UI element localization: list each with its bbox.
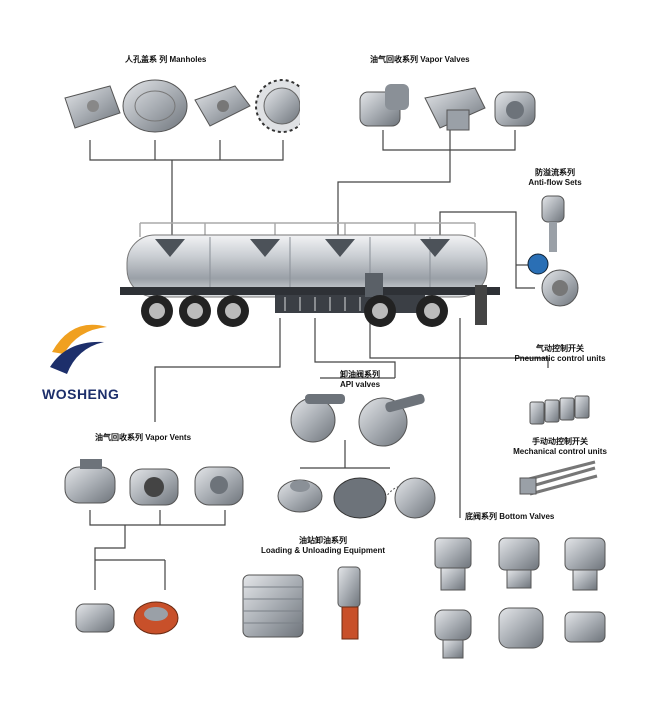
mechanical-images (519, 460, 598, 496)
loading-cap-3-icon (394, 477, 436, 519)
bottom-valve-2-icon (498, 537, 540, 571)
bottom-valve-3-icon (564, 537, 606, 571)
bottom-valve-6-icon (564, 611, 606, 643)
loading-equipment-images (242, 566, 361, 640)
loading-label: 油站卸油系列 Loading & Unloading Equipment (258, 536, 388, 556)
vapor-vent-1-icon (64, 466, 116, 504)
mechanical-label-en: Mechanical control units (513, 447, 607, 456)
pneumatic-images (529, 395, 590, 425)
pneumatic-label-en: Pneumatic control units (514, 354, 606, 363)
coupling-images (75, 601, 179, 635)
loading-cap-2-icon (333, 477, 387, 519)
anti-flow-cap-icon (527, 253, 549, 275)
anti-flow-sensor-icon (541, 195, 565, 223)
pneumatic-label-cn: 气动控制开关 (536, 344, 584, 353)
api-valves-label: 卸油阀系列 API valves (325, 370, 395, 390)
manholes-label: 人孔盖系 列 Manholes (125, 55, 207, 64)
bottom-valve-1-icon (434, 537, 472, 569)
anti-flow-label-en: Anti-flow Sets (528, 178, 582, 187)
mechanical-label: 手动动控制开关 Mechanical control units (497, 437, 623, 457)
anti-flow-images (527, 195, 579, 307)
vapor-vents-images (64, 459, 244, 506)
api-valve-1-icon (290, 397, 336, 443)
bottom-valve-5-icon (498, 607, 544, 649)
wheels (141, 295, 448, 327)
vapor-valve-2-icon (424, 87, 486, 129)
anti-flow-label: 防溢流系列 Anti-flow Sets (520, 168, 590, 188)
loading-caps-images (277, 477, 436, 519)
loading-label-en: Loading & Unloading Equipment (261, 546, 385, 555)
vapor-vents-label: 油气回收系列 Vapor Vents (95, 433, 192, 442)
manhole-2-icon (122, 79, 188, 133)
anti-flow-label-cn: 防溢流系列 (535, 168, 575, 177)
vapor-valves-images (359, 84, 536, 131)
bottom-valves-label: 底阀系列 Bottom Valves (465, 512, 555, 521)
brand-name: WOSHENG (42, 386, 120, 402)
manholes-images (64, 79, 300, 133)
mechanical-label-cn: 手动动控制开关 (532, 437, 588, 446)
api-valves-label-en: API valves (339, 380, 381, 389)
vapor-valves-label: 油气回收系列 Vapor Valves (370, 55, 470, 64)
loading-label-cn: 油站卸油系列 (299, 536, 347, 545)
tanker-truck (120, 222, 500, 327)
coupling-1-icon (75, 603, 115, 633)
bottom-valve-4-icon (434, 609, 472, 641)
pneumatic-label: 气动控制开关 Pneumatic control units (500, 344, 620, 364)
loading-drum-icon (242, 574, 304, 638)
wosheng-logo (50, 324, 107, 374)
loading-arm-icon (337, 566, 361, 608)
api-valves-images (290, 393, 425, 447)
api-valves-label-cn: 卸油阀系列 (340, 370, 380, 379)
bottom-valves-images (434, 537, 606, 659)
